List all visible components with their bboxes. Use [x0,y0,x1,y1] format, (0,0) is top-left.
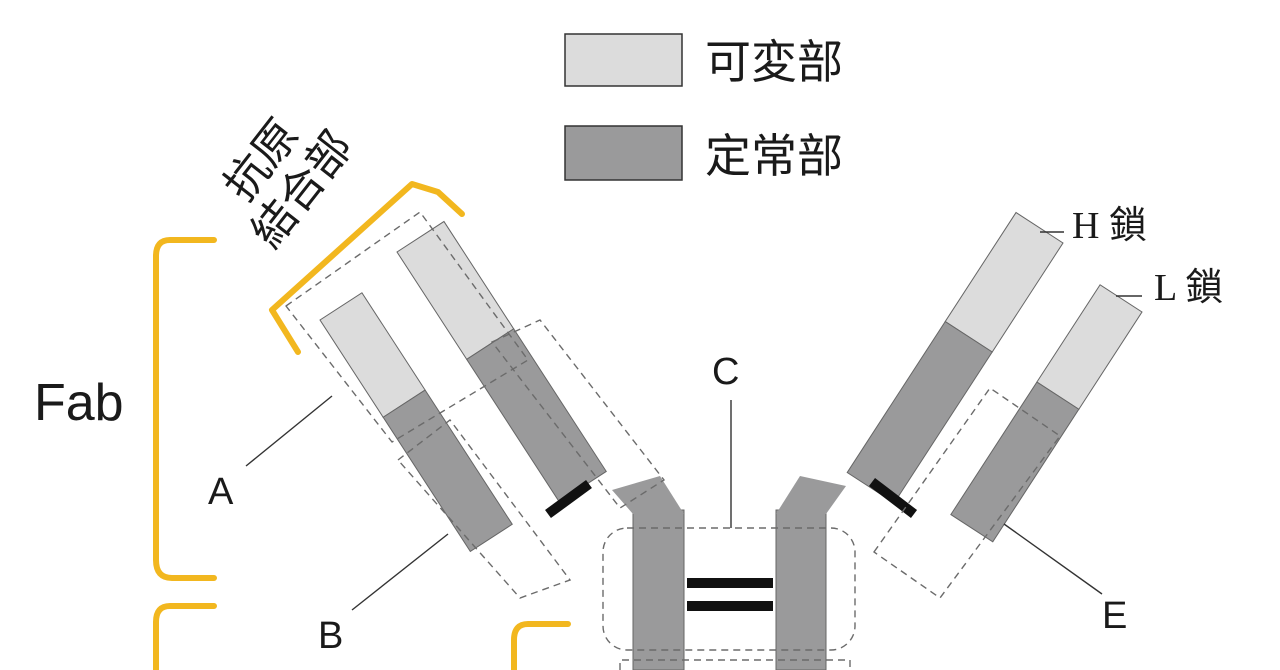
legend-constant-label: 定常部 [705,129,843,183]
right-heavy-variable [944,211,1064,353]
legend-variable-label: 可変部 [705,35,843,89]
fab-label: Fab [34,374,124,432]
legend-constant-swatch [564,125,683,181]
fc-bracket-left [153,603,217,670]
left-heavy-constant [466,328,607,503]
left-hinge [632,509,685,670]
left-heavy-variable [396,220,515,361]
outline-right-light-constant [873,387,1061,599]
fab-bracket [153,237,217,581]
outline-left-light-constant [396,419,572,599]
fc-bracket-inner [511,621,571,670]
left-hinge-bend [612,476,684,514]
label-e: E [1102,595,1127,637]
label-c: C [712,351,739,393]
outline-left-variable [285,211,529,443]
right-light-constant [950,381,1080,543]
leader-e [1003,523,1103,595]
left-heavy-chain [396,220,607,503]
leader-a [245,395,333,467]
heavy-chain-label: H 鎖 [1072,205,1147,247]
antigen-binding-label: 抗原 結合部 [214,110,363,257]
right-light-variable [1036,284,1143,410]
right-interchain-bond [868,478,918,518]
outline-left-heavy-constant [490,319,666,509]
label-a: A [208,471,234,513]
right-light-chain [950,284,1143,543]
label-b: B [318,615,343,657]
left-light-chain [319,292,513,553]
right-hinge [775,509,827,670]
light-chain-label: L 鎖 [1154,267,1223,309]
right-hinge-bend [776,476,846,514]
outline-stem-bottom [619,659,851,670]
left-interchain-bond [545,479,592,519]
right-heavy-chain [846,211,1064,504]
leader-b [351,533,449,611]
legend: 可変部 定常部 [564,33,843,183]
antigen-binding-bracket [269,181,465,355]
outline-hinge [602,527,856,651]
left-light-variable [319,292,426,418]
legend-variable-swatch [564,33,683,87]
left-light-constant [382,389,513,553]
right-heavy-constant [846,320,993,504]
